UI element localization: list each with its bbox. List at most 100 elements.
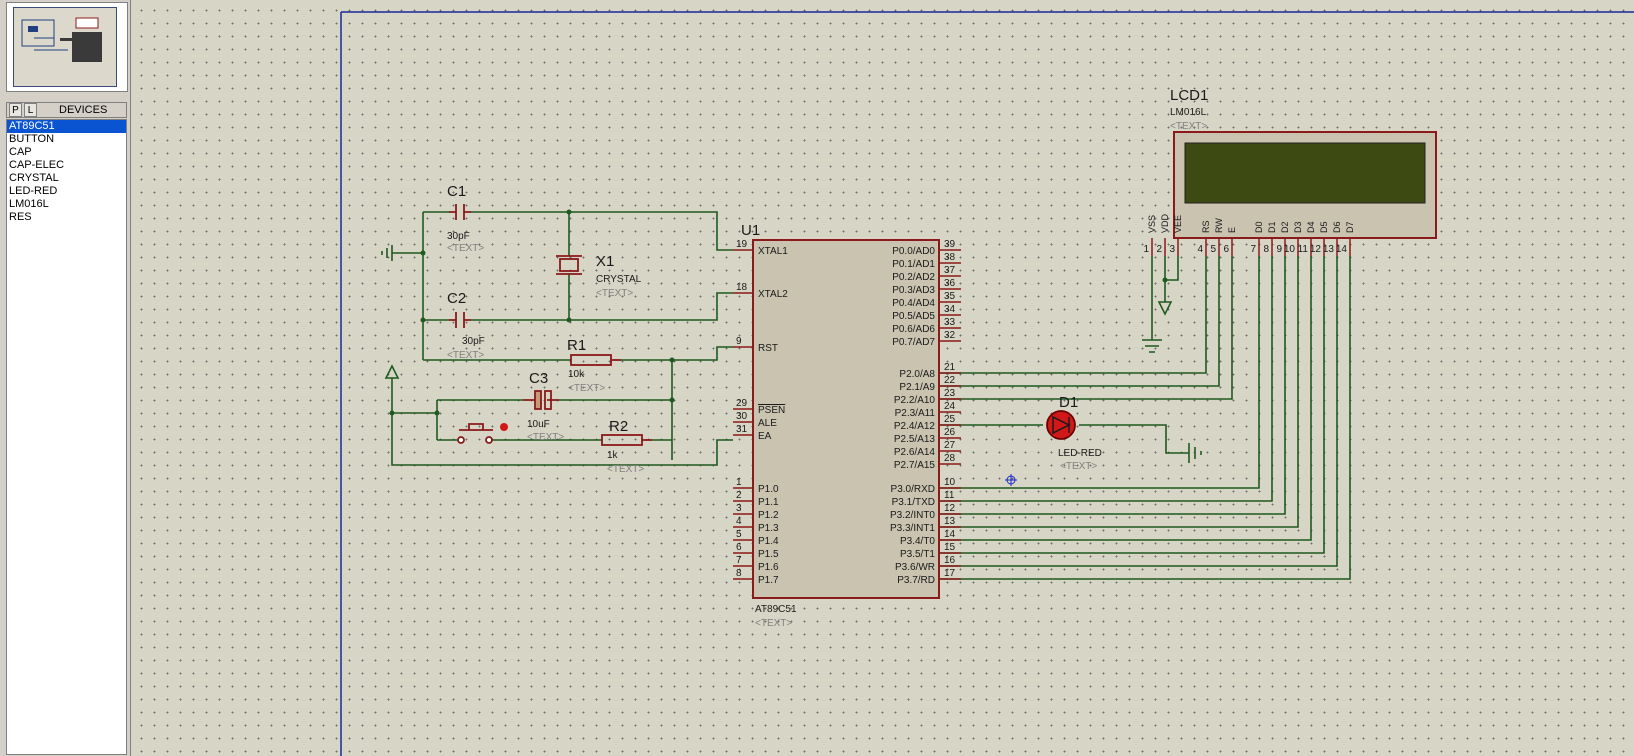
u1-pin-name: RST [758,343,778,354]
c1-text-placeholder: <TEXT> [447,243,484,254]
u1-pin-name: P3.1/TXD [892,497,935,508]
lcd-pin-name: D0 [1254,221,1264,233]
overview-viewport[interactable] [13,7,117,87]
u1-pin-name: XTAL2 [758,289,788,300]
u1-pin-number: 12 [944,503,956,514]
u1-pin-number: 3 [736,503,742,514]
u1-pin-number: 7 [736,555,742,566]
u1-microcontroller[interactable]: 19XTAL118XTAL29RST29PSEN30ALE31EA1P1.02P… [733,239,961,599]
u1-pin-number: 1 [736,477,742,488]
device-item[interactable]: CRYSTAL [9,172,59,184]
x1-text-placeholder: <TEXT> [596,288,633,299]
u1-pin-name: P3.6/WR [895,562,935,573]
u1-pin-number: 33 [944,317,956,328]
u1-pin-number: 14 [944,529,956,540]
library-manager-button[interactable]: L [24,103,37,117]
u1-pin-number: 22 [944,375,956,386]
r1-ref: R1 [567,337,586,354]
u1-pin-number: 29 [736,398,748,409]
device-selector-header: P L DEVICES [6,102,127,118]
overview-preview[interactable] [6,2,128,92]
devices-title: DEVICES [59,104,108,116]
lcd-pin-name: VSS [1147,215,1157,233]
lcd-display[interactable]: 1VSS2VDD3VEE4RS5RW6E7D08D19D210D311D412D… [1143,131,1437,256]
u1-pin-name: ALE [758,418,777,429]
u1-pin-name: P2.7/A15 [894,460,936,471]
device-item[interactable]: AT89C51 [7,120,126,133]
u1-pin-name: P0.0/AD0 [892,246,935,257]
u1-pin-number: 13 [944,516,956,527]
schematic-drawing[interactable]: 19XTAL118XTAL29RST29PSEN30ALE31EA1P1.02P… [131,0,1634,756]
lcd-ref: LCD1 [1170,87,1208,104]
c3-ref: C3 [529,370,548,387]
u1-pin-number: 11 [944,490,955,501]
u1-pin-number: 30 [736,411,748,422]
x1-crystal-icon [559,258,579,272]
c2-value: 30pF [462,336,485,347]
u1-pin-name: EA [758,431,772,442]
lcd-pin-number: 1 [1143,244,1149,255]
lcd-pin-number: 14 [1336,244,1348,255]
lcd-pin-number: 11 [1298,244,1309,255]
u1-pin-name: P1.2 [758,510,779,521]
u1-pin-number: 27 [944,440,956,451]
reset-button-icon [459,423,493,431]
u1-pin-number: 39 [944,239,956,250]
u1-pin-number: 19 [736,239,748,250]
r2-resistor-icon [601,434,643,446]
u1-pin-name: P0.1/AD1 [892,259,935,270]
u1-pin-number: 6 [736,542,742,553]
u1-pin-number: 15 [944,542,956,553]
lcd-pin-number: 4 [1197,244,1203,255]
r2-value: 1k [607,450,619,461]
u1-pin-name: P3.2/INT0 [890,510,935,521]
u1-pin-number: 37 [944,265,956,276]
overview-thumbnail-icon [21,17,102,62]
u1-pin-name: P1.0 [758,484,779,495]
lcd-pin-number: 9 [1276,244,1282,255]
u1-pin-number: 5 [736,529,742,540]
u1-part: AT89C51 [755,604,797,615]
lcd-pin-name: D2 [1280,221,1290,233]
lcd-pin-number: 10 [1284,244,1296,255]
lcd-pin-name: D5 [1319,221,1329,233]
u1-pin-number: 31 [736,424,748,435]
u1-pin-name: P0.6/AD6 [892,324,935,335]
u1-pin-name: P3.4/T0 [900,536,935,547]
c2-text-placeholder: <TEXT> [447,350,484,361]
lcd-pin-name: RW [1214,218,1224,233]
r1-text-placeholder: <TEXT> [568,383,605,394]
x1-value: CRYSTAL [596,274,642,285]
u1-pin-name: P1.5 [758,549,779,560]
u1-pin-number: 36 [944,278,956,289]
u1-pin-name: P2.2/A10 [894,395,936,406]
device-item[interactable]: LM016L [9,198,49,210]
components[interactable] [449,204,1076,446]
device-item[interactable]: CAP-ELEC [9,159,65,171]
x1-crystal-plates-icon [556,255,582,275]
u1-pin-name: P3.0/RXD [891,484,935,495]
u1-pin-name: P2.5/A13 [894,434,936,445]
lcd-pin-number: 2 [1156,244,1162,255]
u1-pin-name: PSEN [758,405,785,416]
device-item[interactable]: RES [9,211,32,223]
c3-value: 10uF [527,419,550,430]
u1-pin-number: 18 [736,282,748,293]
u1-pin-name: P1.6 [758,562,779,573]
labels: C1 30pF <TEXT> C2 30pF <TEXT> X1 CRYSTAL… [447,87,1208,629]
u1-pin-name: P0.5/AD5 [892,311,935,322]
u1-pin-name: P2.0/A8 [899,369,935,380]
u1-pin-number: 16 [944,555,956,566]
device-item[interactable]: BUTTON [9,133,55,145]
junction-dots [389,209,1168,416]
d1-text-placeholder: <TEXT> [1060,461,1097,472]
device-item[interactable]: LED-RED [9,185,58,197]
u1-ref: U1 [741,222,760,239]
u1-left-pins: 19XTAL118XTAL29RST29PSEN30ALE31EA1P1.02P… [733,239,788,586]
device-item[interactable]: CAP [9,146,32,158]
pick-devices-button[interactable]: P [9,103,22,117]
power-symbols [381,245,1202,463]
